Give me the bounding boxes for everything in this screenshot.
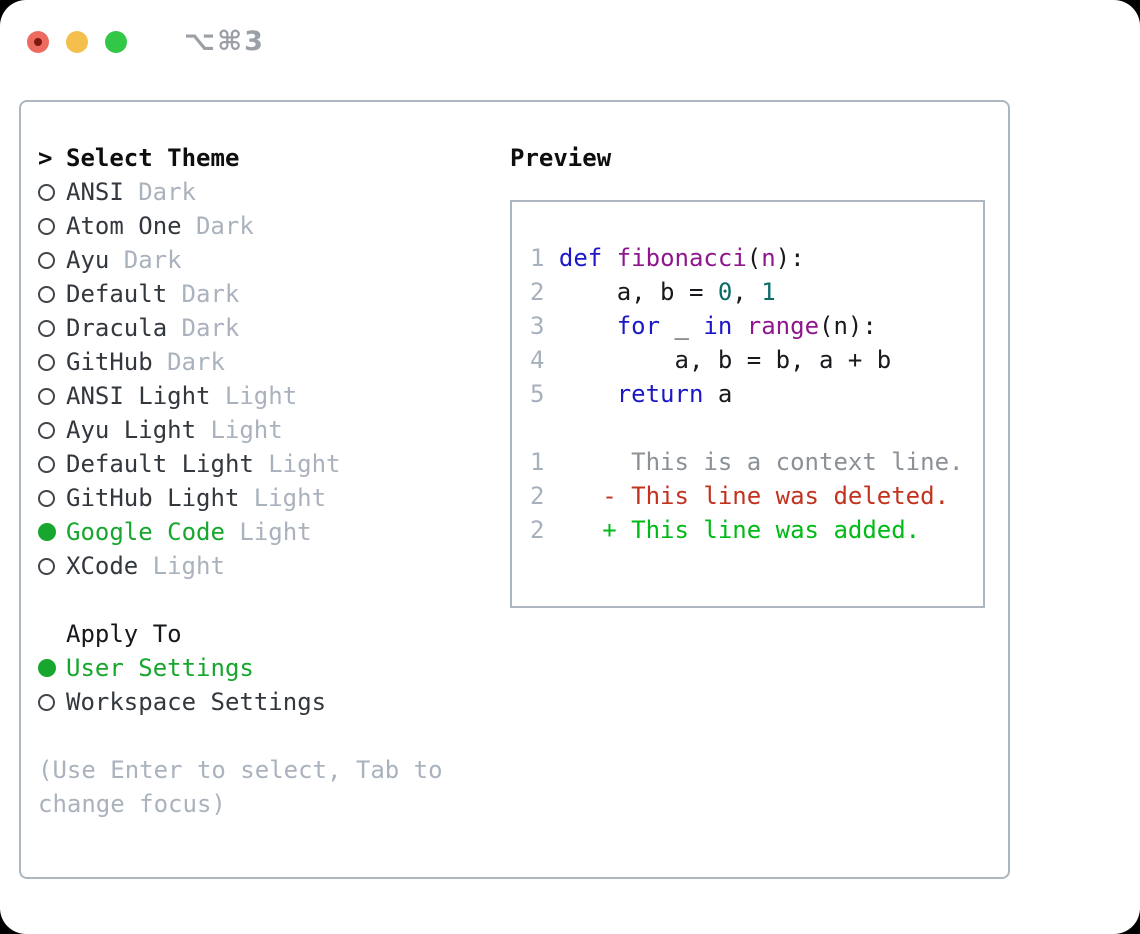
code-line: 2 - This line was deleted. [530,482,950,510]
line-number: 4 [530,346,545,374]
theme-option-github-light[interactable]: GitHub Light Light [38,481,488,515]
code-line: 5 return a [530,380,733,408]
theme-option-default[interactable]: Default Dark [38,277,488,311]
line-number: 5 [530,380,545,408]
preview-column: Preview 1 def fibonacci(n): 2 a, b = 0, 1… [510,141,985,608]
theme-option-label: Ayu Light [66,416,197,444]
line-number: 2 [530,278,545,306]
theme-variant-badge: Dark [195,212,254,240]
code-line: 2 + This line was added. [530,516,921,544]
radio-icon [38,353,55,371]
theme-option-label: GitHub Light [66,484,240,512]
theme-option-label: XCode [66,552,139,580]
spacer [38,719,488,753]
preview-title: Preview [510,144,612,172]
radio-icon [38,693,55,711]
minimize-button[interactable] [66,30,88,53]
theme-option-ayu-light[interactable]: Ayu Light Light [38,413,488,447]
code-line [530,414,983,448]
theme-variant-badge: Light [210,416,283,444]
radio-icon [38,285,55,303]
selection-arrow-icon: > [38,144,53,172]
help-text-line-2: change focus) [38,790,226,818]
close-button[interactable] [27,30,49,53]
theme-variant-badge: Dark [181,280,240,308]
radio-icon [38,319,55,337]
line-number: 1 [530,448,545,476]
line-number: 2 [530,516,545,544]
theme-option-ansi-light[interactable]: ANSI Light Light [38,379,488,413]
radio-icon [38,421,55,439]
theme-variant-badge: Light [253,484,327,512]
code-line: 3 for _ in range(n): [530,312,877,340]
radio-icon [38,251,55,269]
theme-variant-badge: Dark [167,348,225,376]
theme-variant-badge: Light [268,450,341,478]
theme-option-label: Ayu [66,246,110,274]
theme-option-google-code[interactable]: Google Code Light [38,515,488,549]
window-shortcut-label: ⌥⌘3 [184,26,265,57]
radio-icon [38,217,55,235]
radio-icon [38,557,55,575]
theme-variant-badge: Light [239,518,312,546]
theme-variant-badge: Dark [123,246,182,274]
theme-option-ansi[interactable]: ANSI Dark [38,175,488,209]
theme-option-label: Default [66,280,168,308]
radio-icon [38,387,55,405]
code-line: 1 This is a context line. [530,448,964,476]
theme-option-label: ANSI [66,178,124,206]
zoom-button[interactable] [105,30,127,53]
select-theme-title: Select Theme [66,144,240,172]
theme-variant-badge: Light [152,552,225,580]
theme-option-default-light[interactable]: Default Light Light [38,447,488,481]
apply-to-title: Apply To [66,620,182,648]
theme-option-label: Google Code [66,518,225,546]
code-line: 4 a, b = b, a + b [530,346,892,374]
radio-icon [38,455,55,473]
theme-option-label: Atom One [66,212,182,240]
code-line: 1 def fibonacci(n): [530,244,805,272]
line-number: 3 [530,312,545,340]
radio-icon [38,489,55,507]
select-theme-header: > Select Theme [38,141,488,175]
theme-option-label: GitHub [66,348,153,376]
apply-option-user-settings[interactable]: User Settings [38,651,488,685]
theme-option-label: Default Light [66,450,254,478]
code-line: 2 a, b = 0, 1 [530,278,776,306]
line-number: 1 [530,244,545,272]
radio-selected-icon [38,659,56,677]
spacer [38,583,488,617]
radio-selected-icon [38,523,56,541]
theme-option-atom-one[interactable]: Atom One Dark [38,209,488,243]
theme-option-github[interactable]: GitHub Dark [38,345,488,379]
theme-option-label: Dracula [66,314,168,342]
theme-variant-badge: Dark [181,314,240,342]
radio-icon [38,183,55,201]
theme-variant-badge: Light [224,382,298,410]
theme-variant-badge: Dark [138,178,196,206]
theme-option-xcode[interactable]: XCode Light [38,549,488,583]
preview-code-box: 1 def fibonacci(n): 2 a, b = 0, 1 3 for _ … [510,200,985,608]
apply-option-label: User Settings [66,654,254,682]
theme-option-dracula[interactable]: Dracula Dark [38,311,488,345]
theme-option-label: ANSI Light [66,382,211,410]
apply-option-workspace-settings[interactable]: Workspace Settings [38,685,488,719]
title-bar: ⌥⌘3 [27,26,265,57]
theme-option-ayu[interactable]: Ayu Dark [38,243,488,277]
help-text-line-1: (Use Enter to select, Tab to [38,756,443,784]
line-number: 2 [530,482,545,510]
apply-option-label: Workspace Settings [66,688,327,716]
